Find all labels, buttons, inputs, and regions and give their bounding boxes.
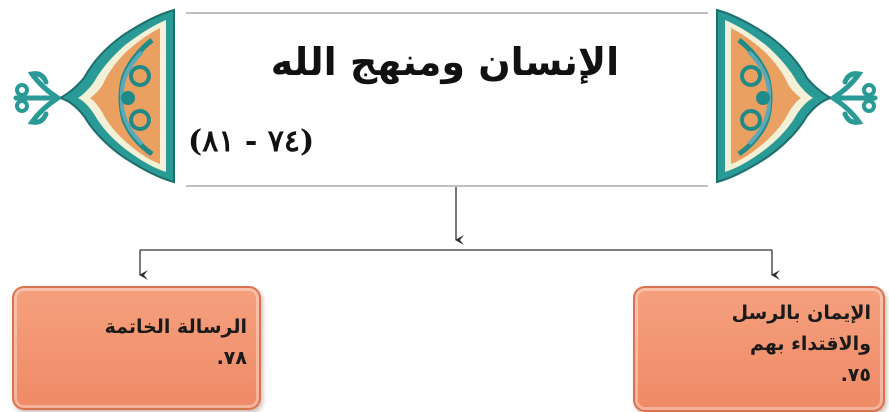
branch-box-right: الإيمان بالرسل والاقتداء بهم ٧٥.	[633, 286, 885, 412]
branch-right-line3: ٧٥.	[840, 364, 871, 386]
ornament-left-icon	[13, 8, 175, 184]
branch-left-line2: ٧٨.	[216, 347, 247, 369]
branch-right-line2: والاقتداء بهم	[749, 333, 871, 355]
branch-left-line1: الرسالة الخاتمة	[104, 316, 247, 338]
verse-range: (٧٤ - ٨١)	[188, 124, 315, 159]
branch-box-left: الرسالة الخاتمة ٧٨.	[12, 286, 261, 410]
branch-right-line1: الإيمان بالرسل	[731, 302, 871, 324]
diagram-title: الإنسان ومنهج الله	[270, 40, 620, 84]
ornament-right-icon	[716, 8, 878, 184]
